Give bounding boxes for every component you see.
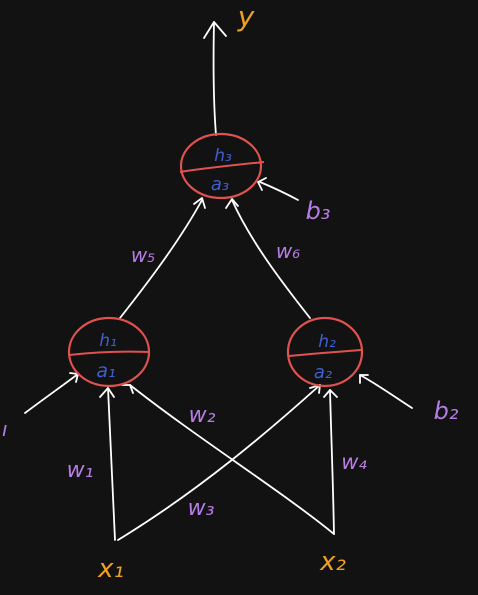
weight-label-w1: w₁ — [67, 458, 94, 483]
edge-n1-n3 — [119, 199, 203, 319]
edge-x1-n1 — [107, 387, 116, 541]
bias-label-b2: b₂ — [434, 397, 459, 425]
edge-b2-n2 — [359, 374, 413, 409]
neuron-n1-top-label: h₁ — [99, 331, 117, 351]
arrowhead-n3-bias — [257, 177, 267, 191]
arrowhead-n3-a — [193, 197, 206, 209]
neuron-n2-bottom-label: a₂ — [314, 362, 332, 383]
arrowhead-n2-b — [323, 389, 338, 398]
neuron-n1-bottom-label: a₁ — [96, 360, 115, 382]
edge-n2-n3 — [231, 199, 311, 319]
neuron-n1: h₁ a₁ — [67, 316, 151, 388]
arrowhead-y — [203, 21, 227, 39]
weight-label-w5: w₅ — [131, 243, 155, 267]
neuron-n2-circle — [286, 316, 364, 388]
bias-label-b1: ı — [2, 417, 8, 441]
input-label-x2: x₂ — [319, 547, 346, 577]
input-label-x1: x₁ — [97, 554, 124, 584]
arrowhead-n1-b — [121, 384, 134, 394]
edge-b1-n1 — [24, 373, 79, 414]
edge-x2-n1 — [129, 384, 335, 535]
neuron-n3-bottom-label: a₃ — [211, 174, 229, 195]
arrowhead-n3-b — [225, 198, 239, 209]
neuron-n3-divider — [179, 161, 265, 173]
weight-label-w3: w₃ — [188, 496, 215, 521]
weight-label-w6: w₆ — [276, 239, 300, 263]
neuron-n2-divider — [288, 349, 362, 357]
edge-n3-y — [212, 21, 217, 136]
edge-x1-n2 — [117, 384, 321, 541]
edges — [24, 21, 413, 541]
edge-b3-n3 — [259, 181, 299, 201]
arrowhead-n2-bias — [359, 374, 369, 384]
neuron-n3: h₃ a₃ — [179, 132, 265, 200]
neuron-n3-top-label: h₃ — [214, 146, 232, 166]
neuron-n2-top-label: h₂ — [318, 332, 336, 352]
edge-x2-n2 — [329, 389, 335, 535]
arrowhead-n1-a — [99, 387, 115, 398]
weight-label-w2: w₂ — [189, 403, 216, 428]
neuron-n1-divider — [68, 350, 151, 356]
output-label-y: y — [237, 0, 255, 33]
bias-label-b3: b₃ — [306, 197, 331, 225]
neuron-n3-circle — [179, 132, 263, 200]
neuron-n2: h₂ a₂ — [286, 316, 364, 388]
weight-label-w4: w₄ — [341, 450, 367, 474]
